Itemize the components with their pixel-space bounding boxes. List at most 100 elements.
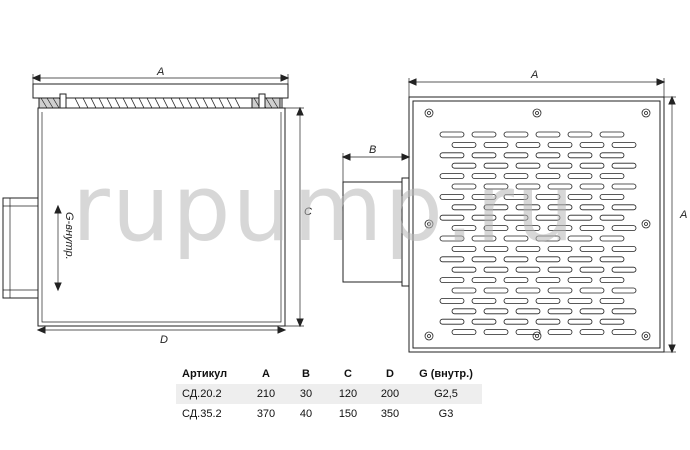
grate-slot [451, 141, 477, 148]
grate-slot [471, 131, 497, 138]
top-dim-b-label: B [369, 144, 376, 156]
side-body-inner-wall [41, 112, 282, 323]
grate-slot [439, 152, 465, 159]
grate-slot [599, 318, 625, 325]
grate-slot [567, 214, 593, 221]
side-dim-c-arrows [296, 106, 304, 328]
table-cell: G2,5 [434, 388, 458, 400]
table-cell: 40 [299, 408, 313, 420]
grate-slot [547, 308, 573, 315]
table-cell: СД.35.2 [182, 408, 222, 420]
top-dim-a-vert-arrows [668, 95, 676, 354]
mount-hole-icon [424, 108, 434, 118]
mount-hole-icon [641, 331, 651, 341]
side-outlet-pipe [2, 197, 39, 299]
grate-slot [547, 329, 573, 336]
side-dim-a-label: A [156, 66, 164, 78]
top-outlet-pipe [342, 181, 410, 283]
grate-slot [567, 131, 593, 138]
grate-slot [515, 225, 541, 232]
grate-slot [439, 214, 465, 221]
grate-slot [471, 193, 497, 200]
grate-slot [515, 287, 541, 294]
grate-slot [503, 297, 529, 304]
grate-slot [579, 183, 605, 190]
grate-slot [567, 173, 593, 180]
mount-hole-icon [641, 108, 651, 118]
grate-slot [599, 277, 625, 284]
grate-slot [567, 256, 593, 263]
grate-slot [439, 235, 465, 242]
grate-slot [471, 235, 497, 242]
grate-slot [579, 329, 605, 336]
grate-slot [439, 256, 465, 263]
watermark: rupump.ru [72, 155, 576, 262]
grate-slot [547, 141, 573, 148]
grate-slot [547, 162, 573, 169]
grate-slot [515, 245, 541, 252]
top-view [341, 78, 676, 354]
grate-slot [579, 162, 605, 169]
grate-slot [471, 277, 497, 284]
side-dim-g-arrows [54, 204, 62, 292]
grate-slot [579, 266, 605, 273]
table-cell: 370 [256, 408, 276, 420]
grate-slot [579, 225, 605, 232]
side-grate-hatch [74, 97, 241, 109]
table-cell: СД.20.2 [182, 388, 222, 400]
side-dim-d-arrows [36, 326, 287, 334]
grate-slot [515, 141, 541, 148]
grate-slot [599, 214, 625, 221]
side-dim-g-label: G-внутр. [63, 212, 75, 260]
mount-hole-icon [532, 331, 542, 341]
grate-slot [567, 152, 593, 159]
grate-slot [611, 329, 637, 336]
grate-slot [471, 173, 497, 180]
grate-slot [535, 173, 561, 180]
grate-slot [535, 193, 561, 200]
table-cell: 210 [256, 388, 276, 400]
grate-slot [515, 266, 541, 273]
top-plate-holes [424, 108, 651, 341]
grate-slot [439, 318, 465, 325]
top-plate-slots [439, 131, 637, 336]
grate-slot [439, 131, 465, 138]
grate-slot [483, 308, 509, 315]
table-header-cell: A [262, 368, 270, 380]
grate-slot [515, 204, 541, 211]
grate-slot [439, 193, 465, 200]
top-dim-a-vert-label: A [679, 209, 687, 221]
grate-slot [515, 162, 541, 169]
side-view [2, 74, 304, 334]
grate-slot [599, 235, 625, 242]
side-top-frame [32, 83, 289, 99]
grate-slot [451, 287, 477, 294]
grate-slot [535, 318, 561, 325]
grate-slot [579, 204, 605, 211]
side-seal-right [251, 97, 281, 109]
table-header-cell: B [302, 368, 310, 380]
side-seal-left-hatch [40, 97, 66, 109]
grate-slot [503, 193, 529, 200]
grate-slot [599, 152, 625, 159]
grate-slot [567, 297, 593, 304]
grate-slot [451, 245, 477, 252]
grate-slot [535, 256, 561, 263]
top-dim-b-arrows [341, 153, 411, 161]
grate-slot [567, 318, 593, 325]
grate-slot [547, 183, 573, 190]
grate-slot [599, 297, 625, 304]
grate-slot [483, 287, 509, 294]
grate-slot [451, 308, 477, 315]
grate-slot [483, 245, 509, 252]
grate-slot [547, 204, 573, 211]
side-dim-c-label: C [304, 206, 312, 218]
grate-slot [611, 162, 637, 169]
grate-slot [547, 287, 573, 294]
top-plate-inner [412, 100, 661, 349]
grate-slot [483, 329, 509, 336]
grate-slot [483, 141, 509, 148]
side-body [37, 107, 286, 327]
grate-slot [471, 214, 497, 221]
table-cell: 120 [338, 388, 358, 400]
